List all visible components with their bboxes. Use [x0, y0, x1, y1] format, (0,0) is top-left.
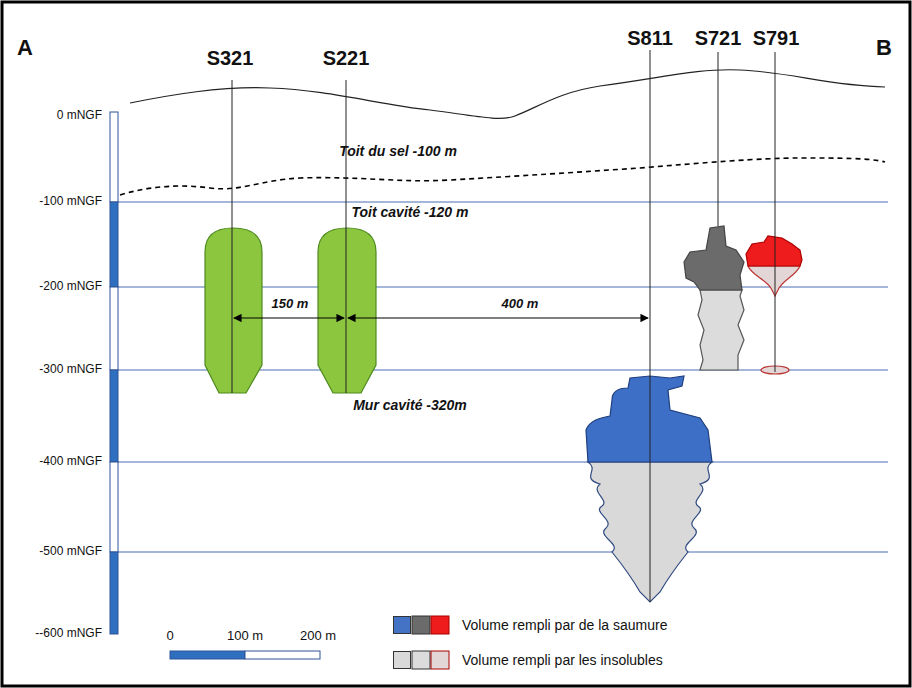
- well-label: S721: [695, 27, 742, 50]
- annotation: Toit cavité -120 m: [350, 204, 471, 220]
- annotation: Mur cavité -320m: [351, 397, 469, 413]
- depth-scale: [110, 112, 118, 634]
- legend-sample: [431, 651, 449, 669]
- legend-text: Volume rempli par les insolubles: [462, 652, 663, 668]
- legend-text: Volume rempli par de la saumure: [462, 617, 667, 633]
- scale-label: 0: [166, 629, 173, 644]
- brine-s721: [684, 226, 744, 290]
- depth-label: -400 mNGF: [39, 455, 102, 469]
- scale-label: 100 m: [227, 629, 263, 644]
- salt-roof: [120, 158, 885, 195]
- depth-label: -500 mNGF: [39, 545, 102, 559]
- depth-label: -100 mNGF: [39, 195, 102, 209]
- depth-label: 0 mNGF: [57, 109, 102, 123]
- well-label: A: [17, 35, 33, 60]
- depth-label: --600 mNGF: [35, 627, 102, 641]
- brine-s811: [586, 376, 712, 462]
- depth-label: -300 mNGF: [39, 363, 102, 377]
- cavity-s221: [318, 228, 376, 393]
- insoluble-s721: [698, 290, 744, 370]
- depth-lines: [118, 202, 888, 552]
- legend-swatch: [393, 651, 411, 669]
- well-label: S321: [207, 47, 254, 70]
- depth-label: -200 mNGF: [39, 280, 102, 294]
- legend-sample: [412, 651, 430, 669]
- cavity-s321: [205, 228, 262, 393]
- legend-sample: [412, 616, 430, 634]
- brine-s791: [746, 236, 802, 266]
- insoluble-s791: [748, 266, 800, 296]
- scale-bar: [170, 651, 245, 659]
- ground-surface: [130, 70, 885, 119]
- well-label: S221: [323, 47, 370, 70]
- legend-sample: [431, 616, 449, 634]
- well-label: B: [876, 35, 892, 60]
- legend-swatch: [393, 616, 411, 634]
- well-label: S811: [627, 27, 673, 50]
- annotation: 150 m: [270, 297, 311, 312]
- scale-bar: [245, 651, 320, 659]
- annotation: Toit du sel -100 m: [339, 143, 457, 159]
- annotation: 400 m: [500, 297, 541, 312]
- distance-arrow: [234, 317, 344, 318]
- boreholes: [232, 50, 775, 602]
- well-label: S791: [753, 27, 800, 50]
- distance-arrow: [348, 317, 648, 318]
- scale-label: 200 m: [300, 629, 336, 644]
